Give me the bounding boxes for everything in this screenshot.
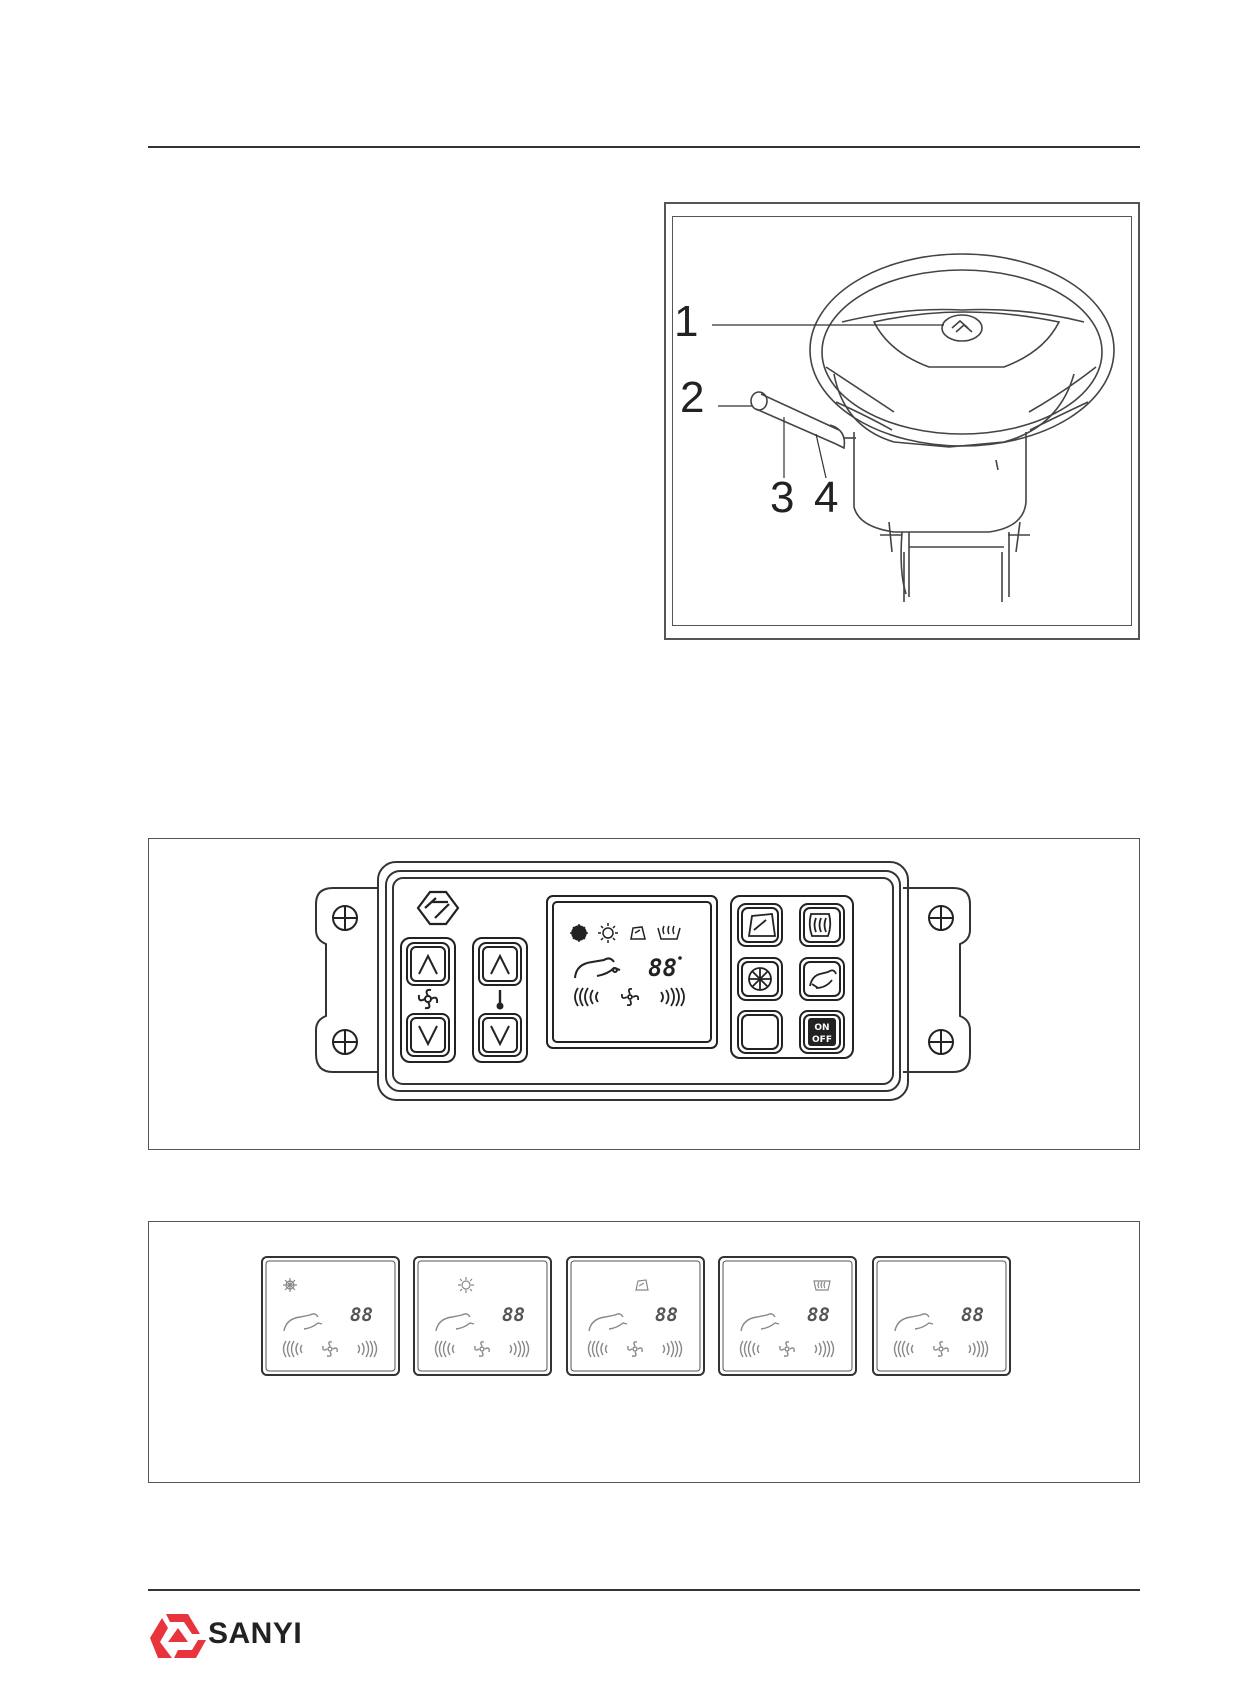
lcd-readout: 88 [648, 954, 677, 982]
control-panel-figure: 88 ON OFF [148, 838, 1140, 1150]
mode-key-group [730, 895, 854, 1059]
temp-key-group [472, 937, 528, 1063]
control-panel-illustration: 88 ON OFF [315, 861, 971, 1101]
lcd-fan-bars-icon [574, 987, 685, 1007]
recirculation-key-icon [809, 969, 837, 989]
mode-readout: 88 [502, 1304, 525, 1326]
defog-mode-icon [635, 1279, 649, 1291]
mode-panel-fan-only: 88 [872, 1256, 1011, 1376]
cooling-mode-icon [283, 1278, 297, 1292]
callout-3: 3 [770, 473, 795, 522]
mode-panel-rear-defrost: 88 [718, 1256, 857, 1376]
onoff-key-icon: ON OFF [808, 1018, 836, 1046]
rear-defrost-key-icon [808, 913, 832, 937]
sanyi-logo-icon [150, 1614, 206, 1658]
mode-readout: 88 [961, 1304, 984, 1326]
rear-defrost-mode-icon [813, 1280, 831, 1291]
display-modes-illustration: 88 88 88 88 88 [261, 1256, 1011, 1376]
lcd-sun-icon [598, 923, 618, 943]
steering-wheel-illustration [712, 253, 1115, 602]
mode-readout: 88 [350, 1304, 373, 1326]
mode-readout: 88 [807, 1304, 830, 1326]
panel-lcd [546, 895, 718, 1049]
windshield-key-icon [747, 913, 777, 937]
callout-4: 4 [814, 473, 839, 522]
ac-key-snowflake-icon [748, 967, 772, 991]
header-rule [148, 146, 1140, 148]
panel-logo-icon [416, 890, 460, 926]
lcd-windshield-icon [630, 926, 646, 940]
mode-panel-defog: 88 [566, 1256, 705, 1376]
steering-figure-inner-border [672, 216, 1132, 626]
mode-panel-cooling: 88 [261, 1256, 400, 1376]
mode-readout: 88 [655, 1304, 678, 1326]
onoff-label-on: ON [814, 1023, 829, 1033]
mode-panel-heating: 88 [413, 1256, 552, 1376]
steering-wheel-figure: 1 2 3 4 [664, 202, 1140, 640]
onoff-label-off: OFF [812, 1035, 832, 1045]
lcd-snowflake-icon [570, 924, 588, 942]
lcd-rear-defrost-icon [657, 925, 681, 940]
fan-key-group [400, 937, 456, 1063]
callout-2: 2 [680, 373, 705, 422]
heating-mode-icon [458, 1277, 474, 1293]
footer-brand-name: SANYI [208, 1617, 303, 1650]
display-modes-figure: 88 88 88 88 88 [148, 1221, 1140, 1483]
footer-rule [148, 1589, 1140, 1591]
callout-1: 1 [674, 297, 699, 346]
lcd-airflow-icon [574, 957, 621, 979]
